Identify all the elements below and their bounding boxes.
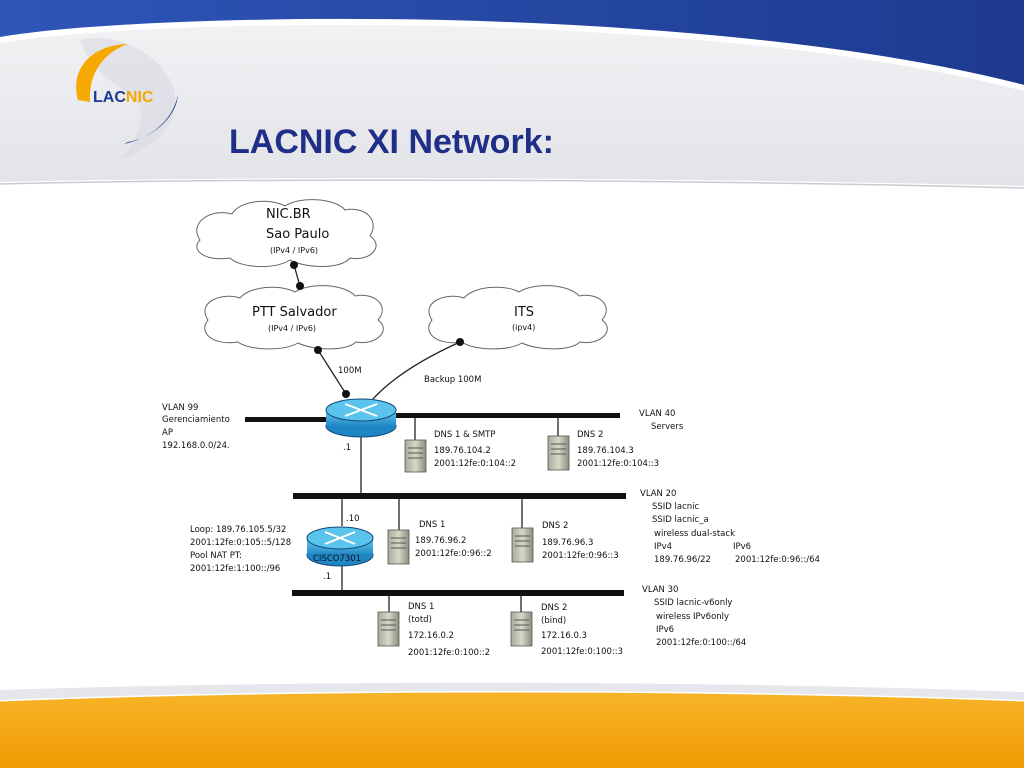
cloud-nicbr-proto: (IPv4 / IPv6)	[270, 246, 318, 255]
cloud-its: ITS (ipv4)	[428, 285, 608, 350]
server-name: DNS 2	[542, 521, 568, 531]
vlan30-bar	[292, 590, 624, 596]
server-software: (bind)	[541, 616, 566, 626]
server-icon	[404, 439, 427, 473]
links	[293, 264, 461, 593]
server-software: (totd)	[408, 615, 432, 625]
page-title: LACNIC XI Network:	[229, 123, 554, 161]
uplink-label: 100M	[338, 366, 362, 376]
vlan99-line: 192.168.0.0/24.	[162, 441, 230, 451]
vlan99-line: AP	[162, 428, 173, 438]
server-ipv6: 2001:12fe:0:100::2	[408, 648, 490, 658]
cisco7301-info-line: 2001:12fe:1:100::/96	[190, 564, 280, 574]
server-name: DNS 1	[419, 520, 445, 530]
server-ipv6: 2001:12fe:0:104::3	[577, 459, 659, 469]
vlan99-line: VLAN 99	[162, 403, 198, 413]
server-ipv4: 189.76.104.3	[577, 446, 634, 456]
vlan40-label: VLAN 40 Servers	[639, 409, 684, 432]
cisco7301-info-line: 2001:12fe:0:105::5/128	[190, 538, 291, 548]
cisco7301-label: CISCO7301	[313, 554, 361, 564]
server-ipv6: 2001:12fe:0:100::3	[541, 647, 623, 657]
svg-text:LACNIC: LACNIC	[93, 89, 154, 106]
server-ipv4: 189.76.96.2	[415, 536, 466, 546]
server-ipv4: 172.16.0.3	[541, 631, 587, 641]
cloud-ptt-name: PTT Salvador	[252, 305, 337, 320]
vlan30-line: wireless IPv6only	[656, 612, 729, 622]
server-icon	[547, 435, 570, 471]
cloud-nicbr-sub: Sao Paulo	[266, 227, 329, 242]
vlan99-label: VLAN 99 Gerenciamiento AP 192.168.0.0/24…	[162, 403, 230, 451]
vlan20-table-v2: 2001:12fe:0:96::/64	[735, 555, 820, 565]
vlan30-line: VLAN 30	[642, 585, 678, 595]
cisco7301-addr-bottom: .1	[323, 572, 331, 582]
logo-text-nic: NIC	[126, 89, 154, 106]
vlan20-bar	[293, 493, 626, 499]
server-ipv6: 2001:12fe:0:104::2	[434, 459, 516, 469]
server-ipv4: 189.76.104.2	[434, 446, 491, 456]
cloud-ptt-proto: (IPv4 / IPv6)	[268, 324, 316, 333]
cloud-its-name: ITS	[514, 305, 534, 320]
cloud-its-proto: (ipv4)	[512, 323, 535, 332]
vlan40-bar	[380, 413, 620, 418]
vlan20-table-h2: IPv6	[733, 542, 751, 552]
server-ipv4: 189.76.96.3	[542, 538, 593, 548]
server-name: DNS 1	[408, 602, 434, 612]
cisco7301-info-line: Loop: 189.76.105.5/32	[190, 525, 286, 535]
vlan20-line: wireless dual-stack	[654, 529, 735, 539]
lacnic-logo: LACNIC	[76, 44, 178, 144]
cisco7301-router	[306, 526, 374, 567]
vlan30-line: IPv6	[656, 625, 674, 635]
server-name: DNS 2	[541, 603, 567, 613]
vlan40-line: VLAN 40	[639, 409, 675, 419]
core-router-addr: .1	[343, 443, 351, 453]
server-ipv6: 2001:12fe:0:96::2	[415, 549, 492, 559]
vlan30-line: 2001:12fe:0:100::/64	[656, 638, 746, 648]
server-drops	[388, 418, 559, 612]
backup-label: Backup 100M	[424, 375, 481, 385]
vlan20-table-h1: IPv4	[654, 542, 672, 552]
cisco7301-info: Loop: 189.76.105.5/32 2001:12fe:0:105::5…	[190, 525, 291, 574]
core-router	[325, 398, 397, 438]
vlan30-line: SSID lacnic-v6only	[654, 598, 732, 608]
vlan20-line: VLAN 20	[640, 489, 676, 499]
server-icon	[511, 527, 534, 563]
logo-text-lac: LAC	[93, 89, 126, 106]
vlan40-line: Servers	[651, 422, 684, 432]
server-icon	[510, 611, 533, 647]
server-icon	[377, 611, 400, 647]
vlan20-table-v1: 189.76.96/22	[654, 555, 711, 565]
vlan99-line: Gerenciamiento	[162, 415, 230, 425]
header-band	[0, 0, 1024, 196]
footer-band	[0, 682, 1024, 768]
server-ipv6: 2001:12fe:0:96::3	[542, 551, 619, 561]
server-name: DNS 2	[577, 430, 603, 440]
vlan30-label: VLAN 30 SSID lacnic-v6only wireless IPv6…	[642, 585, 746, 648]
vlan20-line: SSID lacnic	[652, 502, 700, 512]
cloud-ptt-salvador: PTT Salvador (IPv4 / IPv6)	[204, 285, 384, 350]
cisco7301-info-line: Pool NAT PT:	[190, 551, 242, 561]
cloud-nicbr: NIC.BR Sao Paulo (IPv4 / IPv6)	[196, 199, 377, 268]
cisco7301-addr-top: .10	[346, 514, 360, 524]
server-name: DNS 1 & SMTP	[434, 430, 496, 440]
link-endpoints	[290, 261, 464, 398]
cloud-nicbr-name: NIC.BR	[266, 207, 311, 222]
vlan99-bar	[245, 417, 345, 422]
server-icon	[387, 529, 410, 565]
server-ipv4: 172.16.0.2	[408, 631, 454, 641]
vlan20-label: VLAN 20 SSID lacnic SSID lacnic_a wirele…	[640, 489, 820, 565]
vlan20-line: SSID lacnic_a	[652, 515, 709, 525]
